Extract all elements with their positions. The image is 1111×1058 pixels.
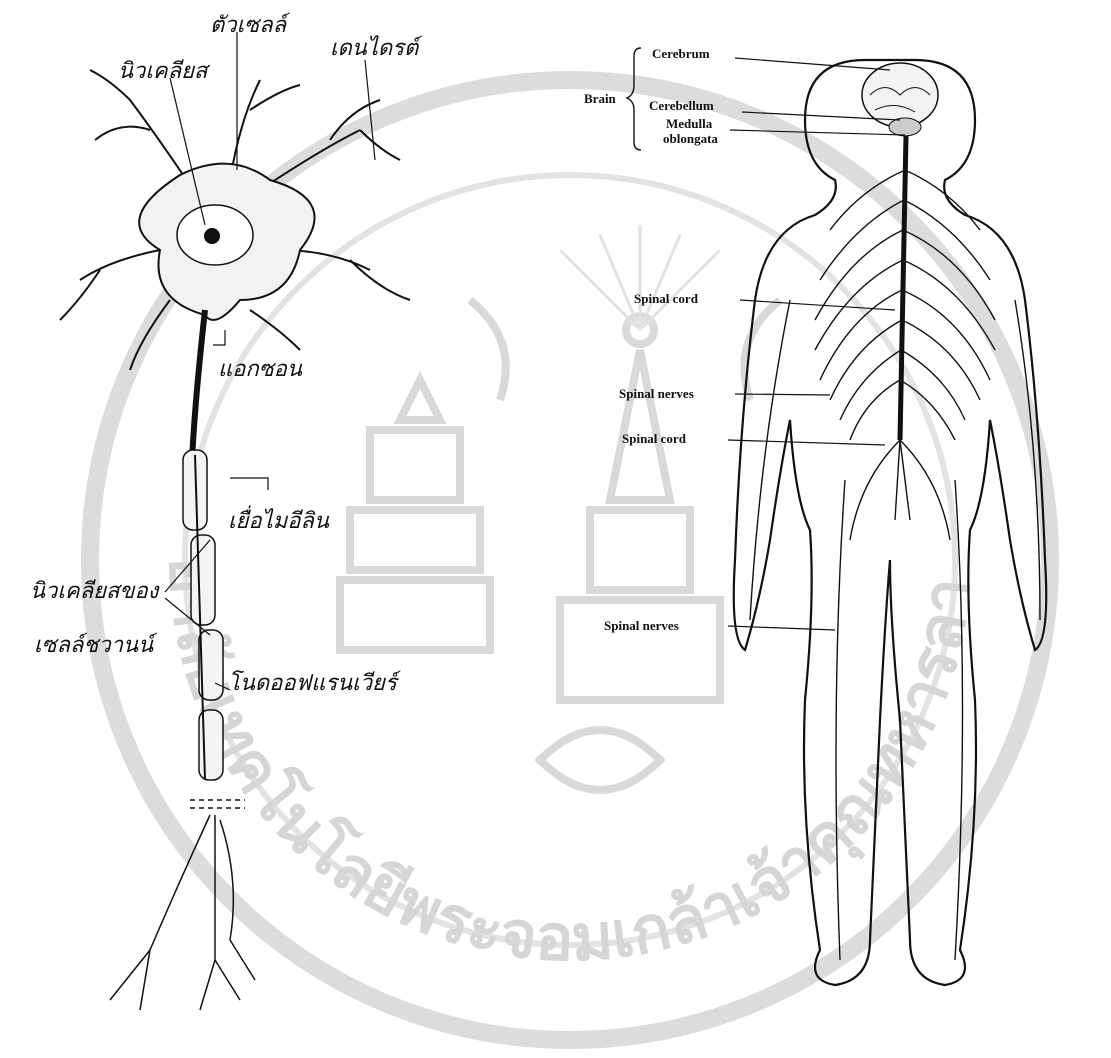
label-cerebellum: Cerebellum (649, 98, 714, 113)
spinal-nerves-shape (750, 170, 1040, 960)
label-spinal-cord-upper: Spinal cord (634, 291, 699, 306)
label-spinal-cord-lower: Spinal cord (622, 431, 687, 446)
label-medulla-line2: oblongata (663, 131, 718, 146)
label-spinal-nerves-lower: Spinal nerves (604, 618, 679, 633)
label-medulla-line1: Medulla (666, 116, 713, 131)
label-cerebrum: Cerebrum (652, 46, 710, 61)
spinal-cord-shape (900, 136, 906, 440)
cerebellum-shape (889, 118, 921, 136)
body-outline (734, 60, 1047, 985)
label-spinal-nerves-upper: Spinal nerves (619, 386, 694, 401)
label-brain: Brain (584, 91, 617, 106)
